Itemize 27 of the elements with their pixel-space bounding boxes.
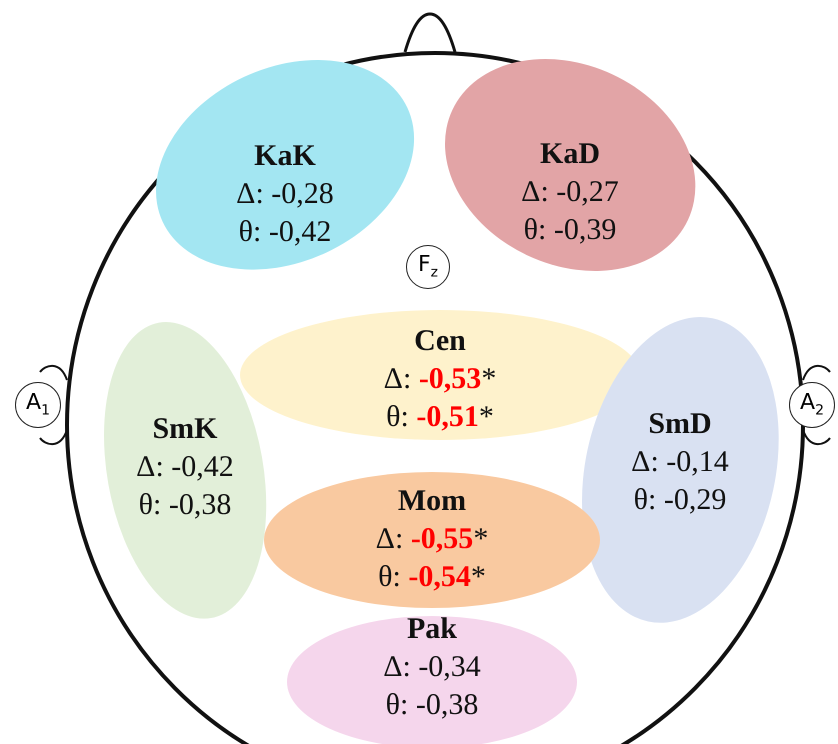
value-text: θ: -0,38 — [386, 687, 478, 723]
electrode-circle — [406, 245, 450, 289]
value-text: θ: -0,38 — [138, 486, 232, 523]
value-text: Δ: -0,27 — [521, 174, 619, 210]
region-name: SmD — [648, 406, 712, 442]
electrode-label: A$_{1}$ — [26, 392, 50, 418]
region-name: Pak — [406, 611, 457, 647]
value-text: θ: -0,54* — [378, 559, 486, 595]
value-text: θ: -0,51* — [386, 399, 494, 435]
region-name: Cen — [414, 323, 466, 359]
region-name: KaD — [540, 136, 600, 172]
value-text: θ: -0,29 — [634, 482, 726, 518]
value-text: Δ: -0,55* — [376, 521, 488, 557]
electrode-label: A$_{2}$ — [800, 392, 824, 418]
region-name: KaK — [254, 138, 316, 174]
value-text: θ: -0,42 — [238, 214, 332, 250]
value-text: Δ: -0,28 — [236, 176, 334, 212]
region-name: Mom — [398, 483, 466, 519]
value-text: Δ: -0,34 — [383, 649, 481, 685]
value-text: θ: -0,39 — [524, 212, 616, 248]
electrode-circle — [789, 382, 835, 428]
value-text: Δ: -0,42 — [136, 448, 234, 485]
electrode-circle — [15, 382, 61, 428]
region-name: SmK — [152, 410, 218, 447]
electrode-label: F$_{z}$ — [418, 254, 438, 280]
value-text: Δ: -0,14 — [631, 444, 729, 480]
value-text: Δ: -0,53* — [384, 361, 496, 397]
